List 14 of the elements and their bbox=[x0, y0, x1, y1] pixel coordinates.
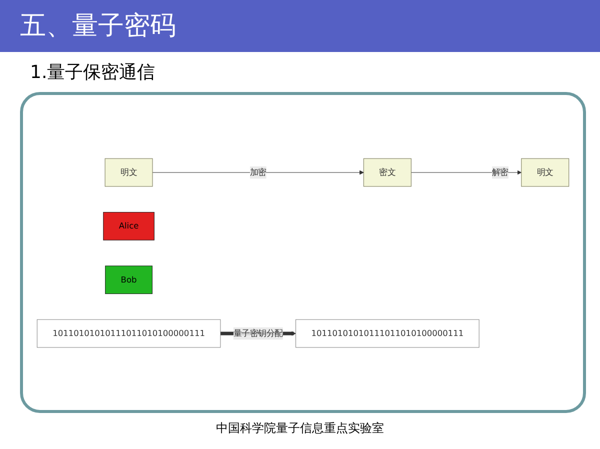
node-box: 密文 bbox=[363, 158, 412, 186]
node-box: 明文 bbox=[521, 158, 570, 186]
arrow bbox=[152, 170, 364, 174]
node-box: 10110101010111011010100000111 bbox=[36, 318, 221, 348]
footer-text: 中国科学院量子信息重点实验室 bbox=[215, 420, 385, 437]
title: 五、量子密码 bbox=[0, 0, 600, 52]
node-box: 明文 bbox=[104, 158, 153, 186]
edge-label: 加密 bbox=[250, 166, 266, 177]
edge-label: 量子密钥分配 bbox=[233, 328, 283, 338]
section-heading: 1.量子保密通信 bbox=[30, 61, 156, 84]
node-box: Alice bbox=[103, 211, 154, 240]
node-box: Bob bbox=[105, 265, 152, 294]
edge-label: 解密 bbox=[492, 166, 508, 177]
node-box: 10110101010111011010100000111 bbox=[296, 318, 480, 348]
